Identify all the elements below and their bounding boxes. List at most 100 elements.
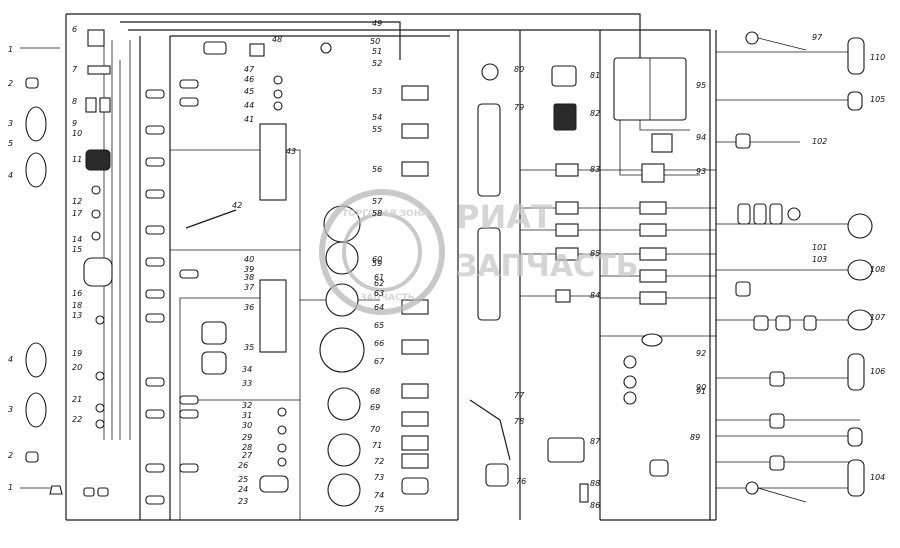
component-label-66: 66 (374, 339, 384, 348)
component-label-107: 107 (870, 313, 886, 322)
component-label-61: 61 (374, 273, 384, 282)
component-label-54: 54 (372, 113, 382, 122)
component-label-51: 51 (372, 47, 382, 56)
right-lamps (847, 37, 873, 497)
component-label-10: 10 (72, 129, 82, 138)
component-label-42: 42 (232, 201, 242, 210)
switch-column (401, 85, 429, 495)
left-label-5: 5 (8, 139, 13, 148)
component-label-62: 62 (374, 279, 384, 288)
component-label-52: 52 (372, 59, 382, 68)
component-label-49: 49 (372, 19, 382, 28)
component-label-24: 24 (238, 485, 248, 494)
component-label-64: 64 (374, 303, 384, 312)
component-label-48: 48 (272, 35, 282, 44)
battery-and-right-components (613, 31, 817, 503)
component-label-106: 106 (870, 367, 885, 376)
left-label-4: 4 (8, 355, 13, 364)
component-label-72: 72 (374, 457, 384, 466)
component-label-76: 76 (516, 477, 526, 486)
component-label-90: 90 (696, 383, 706, 392)
watermark-brand-line1: РИАТ (456, 198, 553, 236)
component-label-11: 11 (72, 155, 82, 164)
left-components (83, 29, 113, 497)
left-label-4: 4 (8, 171, 13, 180)
component-label-6: 6 (72, 25, 77, 34)
component-label-57: 57 (372, 197, 383, 206)
component-label-45: 45 (244, 87, 254, 96)
component-label-68: 68 (370, 387, 380, 396)
component-label-95: 95 (696, 81, 706, 90)
component-label-38: 38 (244, 273, 254, 282)
component-label-39: 39 (244, 265, 254, 274)
component-label-91: 91 (696, 387, 706, 396)
component-label-60: 60 (372, 255, 382, 264)
component-label-7: 7 (72, 65, 78, 74)
component-label-65: 65 (374, 321, 384, 330)
component-label-74: 74 (374, 491, 384, 500)
watermark-brand-line2: ЗАПЧАСТЬ (456, 249, 638, 284)
component-label-55: 55 (372, 125, 382, 134)
component-label-13: 13 (72, 311, 82, 320)
component-label-104: 104 (870, 473, 885, 482)
component-label-63: 63 (374, 289, 384, 298)
component-label-79: 79 (514, 103, 524, 112)
component-label-71: 71 (372, 441, 382, 450)
component-label-110: 110 (870, 53, 885, 62)
component-label-8: 8 (72, 97, 77, 106)
component-label-30: 30 (242, 421, 252, 430)
left-label-3: 3 (8, 119, 13, 128)
component-label-16: 16 (72, 289, 82, 298)
component-number-labels: 6789101112131415161718192021222324252627… (72, 19, 886, 514)
component-label-108: 108 (870, 265, 885, 274)
component-label-87: 87 (590, 437, 601, 446)
component-label-14: 14 (72, 235, 82, 244)
component-label-94: 94 (696, 133, 706, 142)
component-label-31: 31 (242, 411, 252, 420)
component-label-9: 9 (72, 119, 77, 128)
component-label-37: 37 (244, 283, 255, 292)
component-label-46: 46 (244, 75, 254, 84)
component-label-47: 47 (244, 65, 255, 74)
component-label-22: 22 (72, 415, 82, 424)
component-label-40: 40 (244, 255, 254, 264)
component-label-78: 78 (514, 417, 524, 426)
component-label-58: 58 (372, 209, 382, 218)
component-label-25: 25 (238, 475, 248, 484)
component-label-15: 15 (72, 245, 82, 254)
component-label-88: 88 (590, 479, 600, 488)
component-label-35: 35 (244, 343, 254, 352)
component-label-93: 93 (696, 167, 706, 176)
component-label-27: 27 (242, 451, 253, 460)
component-label-23: 23 (238, 497, 248, 506)
instrument-cluster (185, 41, 365, 507)
component-label-17: 17 (72, 209, 83, 218)
component-label-26: 26 (238, 461, 248, 470)
component-label-18: 18 (72, 301, 82, 310)
left-label-2: 2 (8, 451, 13, 460)
component-label-77: 77 (514, 391, 525, 400)
component-label-82: 82 (590, 109, 600, 118)
component-label-56: 56 (372, 165, 382, 174)
component-label-85: 85 (590, 249, 600, 258)
component-label-41: 41 (244, 115, 254, 124)
component-label-44: 44 (244, 101, 254, 110)
component-label-43: 43 (286, 147, 296, 156)
component-label-80: 80 (514, 65, 524, 74)
left-label-2: 2 (8, 79, 13, 88)
component-label-67: 67 (374, 357, 385, 366)
component-label-83: 83 (590, 165, 600, 174)
left-label-1: 1 (8, 45, 13, 54)
component-label-20: 20 (72, 363, 82, 372)
component-label-32: 32 (242, 401, 252, 410)
component-label-21: 21 (72, 395, 82, 404)
component-label-29: 29 (242, 433, 252, 442)
component-label-19: 19 (72, 349, 82, 358)
component-label-101: 101 (812, 243, 827, 252)
component-label-105: 105 (870, 95, 885, 104)
component-label-102: 102 (812, 137, 827, 146)
component-label-69: 69 (370, 403, 380, 412)
left-lamps (20, 47, 63, 495)
